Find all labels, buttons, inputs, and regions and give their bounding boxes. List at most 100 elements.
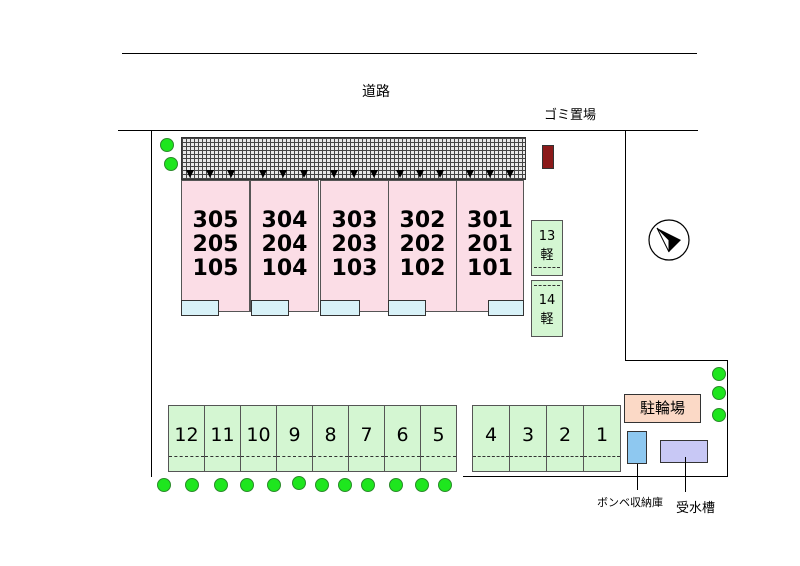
kei-space-kanji: 軽 <box>540 312 554 327</box>
parking-space-number: 4 <box>484 424 498 446</box>
kei-space-number: 14 <box>538 293 556 308</box>
unit-number: 103 <box>331 256 378 281</box>
entrance-arrow-icon <box>466 170 474 178</box>
water-tank <box>660 440 708 463</box>
hatched-walkway <box>181 137 526 180</box>
boundary-step <box>625 360 728 361</box>
parking-space-number: 1 <box>595 424 609 446</box>
parking-space-dash <box>584 456 620 457</box>
parking-space-dash <box>349 456 384 457</box>
tree-icon <box>361 478 375 492</box>
parking-space-number: 10 <box>246 424 271 446</box>
kei-space-14: 14 軽 <box>531 280 563 337</box>
unit-number: 305 <box>192 208 239 233</box>
parking-space-dash <box>241 456 276 457</box>
garbage-label: ゴミ置場 <box>544 108 597 123</box>
gas-storage <box>627 431 647 464</box>
unit-number: 102 <box>399 256 446 281</box>
parking-space: 5 <box>420 405 457 472</box>
unit-number: 303 <box>331 208 378 233</box>
unit-number: 302 <box>399 208 446 233</box>
boundary-right-upper <box>625 130 626 360</box>
compass-icon <box>648 219 690 261</box>
kei-space-13: 13 軽 <box>531 220 563 276</box>
tree-icon <box>712 408 726 422</box>
entrance-arrow-icon <box>300 170 308 178</box>
water-tank-label: 受水槽 <box>676 501 716 516</box>
parking-space-dash <box>421 456 456 457</box>
tree-icon <box>214 478 228 492</box>
parking-space: 10 <box>240 405 277 472</box>
parking-space: 1 <box>583 405 621 472</box>
parking-space: 2 <box>546 405 584 472</box>
tree-icon <box>185 478 199 492</box>
tree-icon <box>338 478 352 492</box>
tree-icon <box>292 476 306 490</box>
parking-space-number: 5 <box>432 424 445 446</box>
tree-icon <box>712 367 726 381</box>
boundary-left <box>151 130 152 477</box>
water-tank-leader <box>685 457 686 492</box>
unit-number: 203 <box>331 232 378 257</box>
parking-space-number: 2 <box>558 424 572 446</box>
gas-storage-label: ボンベ収納庫 <box>597 496 663 509</box>
tree-icon <box>160 138 174 152</box>
parking-space-dash <box>205 456 240 457</box>
road-edge-bottom <box>118 130 698 131</box>
parking-space-number: 9 <box>288 424 301 446</box>
entrance-arrow-icon <box>396 170 404 178</box>
tree-icon <box>315 478 329 492</box>
unit-number: 202 <box>399 232 446 257</box>
unit-number: 205 <box>192 232 239 257</box>
parking-space-number: 6 <box>396 424 409 446</box>
parking-space-number: 3 <box>521 424 535 446</box>
gas-storage-leader <box>637 464 638 490</box>
balcony <box>388 300 426 316</box>
road-label: 道路 <box>362 84 390 100</box>
entrance-arrow-icon <box>186 170 194 178</box>
balcony <box>320 300 360 316</box>
tree-icon <box>164 157 178 171</box>
tree-icon <box>389 478 403 492</box>
parking-space-dash <box>473 456 509 457</box>
road-edge-top <box>122 53 697 54</box>
unit-number: 104 <box>261 256 308 281</box>
unit-number: 201 <box>467 232 513 257</box>
parking-space: 3 <box>509 405 547 472</box>
parking-space-dash <box>169 456 204 457</box>
parking-space-dash <box>547 456 583 457</box>
parking-space-number: 11 <box>210 424 235 446</box>
parking-space: 7 <box>348 405 385 472</box>
parking-space: 4 <box>472 405 510 472</box>
boundary-right-lower <box>727 360 728 477</box>
entrance-arrow-icon <box>350 170 358 178</box>
tree-icon <box>157 478 171 492</box>
parking-space: 11 <box>204 405 241 472</box>
parking-space: 8 <box>312 405 349 472</box>
parking-space-number: 8 <box>324 424 337 446</box>
kei-space-kanji: 軽 <box>540 248 554 263</box>
tree-icon <box>415 478 429 492</box>
balcony <box>251 300 289 316</box>
entrance-arrow-icon <box>416 170 424 178</box>
parking-space: 9 <box>276 405 313 472</box>
kei-space-dash <box>534 267 560 268</box>
kei-space-dash <box>534 285 560 286</box>
entrance-arrow-icon <box>227 170 235 178</box>
unit-number: 105 <box>192 256 239 281</box>
entrance-arrow-icon <box>486 170 494 178</box>
balcony <box>488 300 524 316</box>
unit-number: 101 <box>467 256 513 281</box>
unit-number: 304 <box>261 208 308 233</box>
entrance-arrow-icon <box>506 170 514 178</box>
bicycle-parking-label: 駐輪場 <box>639 399 685 417</box>
